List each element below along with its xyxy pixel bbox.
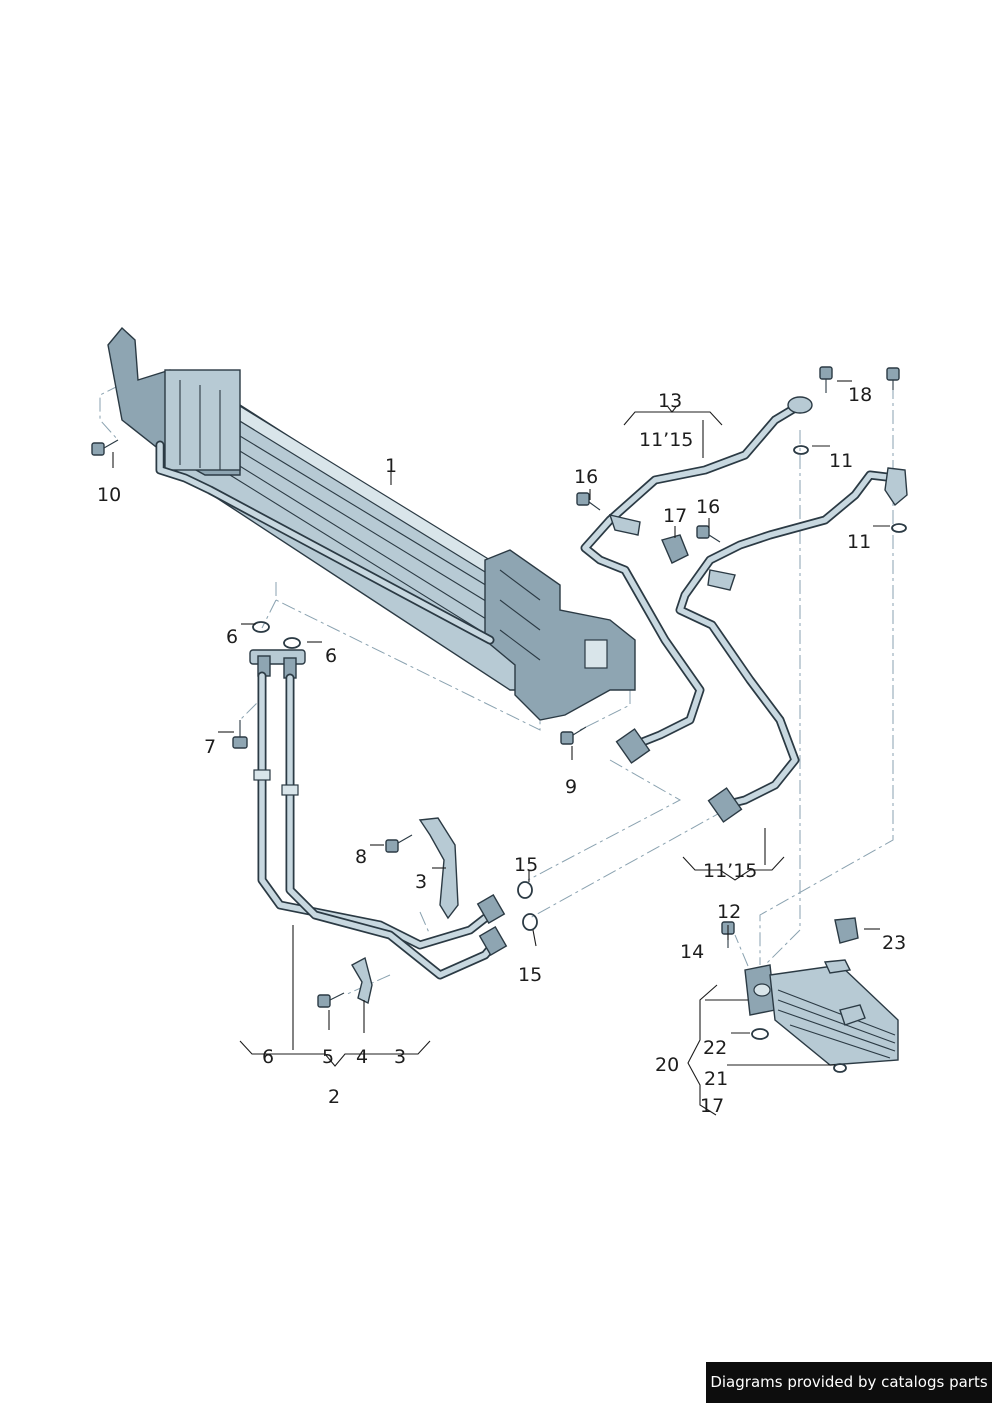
callout-12: 12	[717, 901, 741, 923]
callout-10: 10	[97, 484, 121, 506]
callout-7: 7	[204, 736, 216, 758]
oil-cooler-radiator	[107, 326, 636, 721]
leader-lines	[112, 380, 890, 1116]
callout-11-lower: 11	[847, 531, 871, 553]
callout-8: 8	[355, 846, 367, 868]
callout-5: 5	[322, 1046, 334, 1068]
callout-4: 4	[356, 1046, 368, 1068]
callout-14: 14	[680, 941, 704, 963]
callout-13-sub: 11’15	[639, 429, 693, 451]
callout-16-left: 16	[574, 466, 598, 488]
transmission-oil-cooler	[744, 959, 899, 1066]
callout-6-right: 6	[325, 645, 337, 667]
callout-15-upper: 15	[514, 854, 538, 876]
callout-17-upper: 17	[663, 505, 687, 527]
callout-1: 1	[385, 455, 397, 477]
callout-20: 20	[655, 1054, 679, 1076]
upper-oil-pipes	[580, 396, 908, 823]
credit-banner: Diagrams provided by catalogs parts	[706, 1362, 992, 1403]
callout-17-lower: 17	[700, 1095, 724, 1117]
callout-15-lower: 15	[518, 964, 542, 986]
callout-3-upper: 3	[415, 871, 427, 893]
callout-16-right: 16	[696, 496, 720, 518]
callout-15-sub: 11’15	[703, 860, 757, 882]
lower-oil-pipes	[249, 649, 508, 1005]
callout-21: 21	[704, 1068, 728, 1090]
assembly-dash-lines	[99, 384, 894, 996]
callout-6-left: 6	[226, 626, 238, 648]
callout-18: 18	[848, 384, 872, 406]
callout-3-bottom: 3	[394, 1046, 406, 1068]
callout-labels: 1 10 6 6 7 9 8 3 15 15 16 16 17 13 11’15…	[97, 384, 906, 1117]
callout-13: 13	[658, 390, 682, 412]
callout-6-bottom: 6	[262, 1046, 274, 1068]
fasteners-and-seals	[91, 366, 907, 1073]
callout-23: 23	[882, 932, 906, 954]
callout-9: 9	[565, 776, 577, 798]
callout-11-upper: 11	[829, 450, 853, 472]
callout-22: 22	[703, 1037, 727, 1059]
callout-2: 2	[328, 1086, 340, 1108]
